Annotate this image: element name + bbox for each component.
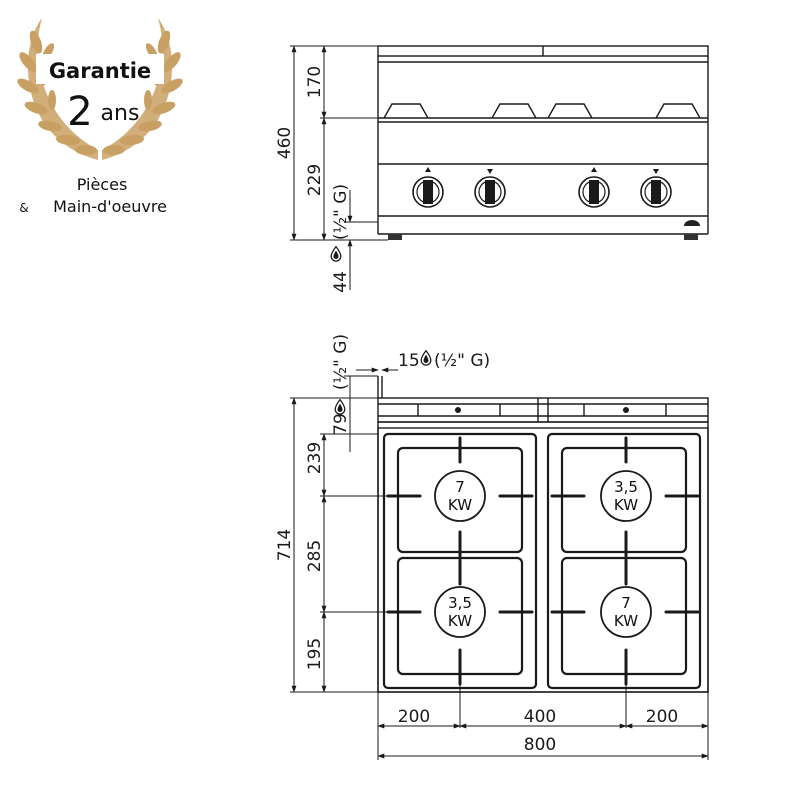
burner-power: 3,5 <box>448 594 472 612</box>
badge-years-number: 2 <box>67 89 92 135</box>
control-knob <box>640 169 672 208</box>
dim-gas-side: 15 <box>398 351 420 371</box>
burner-rear-right: 3,5 KW <box>600 470 652 522</box>
laurel-wreath-icon <box>17 18 183 160</box>
burner-unit: KW <box>448 612 472 630</box>
dim-width-total: 800 <box>524 735 556 755</box>
badge-line2: Main-d'oeuvre <box>53 197 167 216</box>
front-view-body <box>377 45 709 240</box>
badge-line1: Pièces <box>77 175 128 194</box>
dim-row-195: 195 <box>305 638 325 670</box>
dim-gas-height: 44 <box>331 271 351 293</box>
control-knob <box>412 167 444 208</box>
dim-width-mid: 400 <box>524 707 556 727</box>
burner-power: 7 <box>621 594 631 612</box>
front-view-dimensions <box>290 45 388 290</box>
badge-title: Garantie <box>49 59 151 83</box>
gas-drop-icon <box>420 350 432 366</box>
dim-total-height: 460 <box>275 127 295 159</box>
burner-front-left: 3,5 KW <box>434 586 486 638</box>
dim-gas-label-left: (½" G) <box>331 334 351 390</box>
top-view-back-rail <box>377 397 709 423</box>
top-view: 7 KW 3,5 KW 3,5 KW 7 KW <box>275 334 709 760</box>
dim-width-right: 200 <box>646 707 678 727</box>
burner-power: 7 <box>455 478 465 496</box>
warranty-badge: Garantie 2 ans Pièces & Main-d'oeuvre <box>17 18 183 216</box>
burner-unit: KW <box>614 612 638 630</box>
dim-offset-79: 79 <box>331 413 351 435</box>
control-knobs <box>412 167 672 208</box>
badge-years-word: ans <box>101 101 140 126</box>
burner-front-right: 7 KW <box>600 586 652 638</box>
dim-gas-side-thread: (½" G) <box>434 351 490 371</box>
control-knob <box>474 169 506 208</box>
grate-fingers <box>386 436 700 686</box>
gas-drop-icon <box>330 246 342 262</box>
burner-rear-left: 7 KW <box>434 470 486 522</box>
dim-control-section: 229 <box>305 164 325 196</box>
dim-row-285: 285 <box>305 540 325 572</box>
dim-width-left: 200 <box>398 707 430 727</box>
dim-depth: 714 <box>275 529 295 561</box>
badge-line2-prefix: & <box>19 201 28 215</box>
top-view-dimensions <box>290 367 709 760</box>
burner-unit: KW <box>614 496 638 514</box>
dim-row-239: 239 <box>305 442 325 474</box>
dim-gas-connection: (½" G) <box>331 184 351 240</box>
grate-right <box>546 432 702 690</box>
gas-drop-icon <box>334 399 346 415</box>
dim-top-section: 170 <box>305 66 325 98</box>
burner-unit: KW <box>448 496 472 514</box>
front-view: 460 170 229 (½" G) 44 <box>275 45 709 293</box>
control-knob <box>578 167 610 208</box>
burner-power: 3,5 <box>614 478 638 496</box>
